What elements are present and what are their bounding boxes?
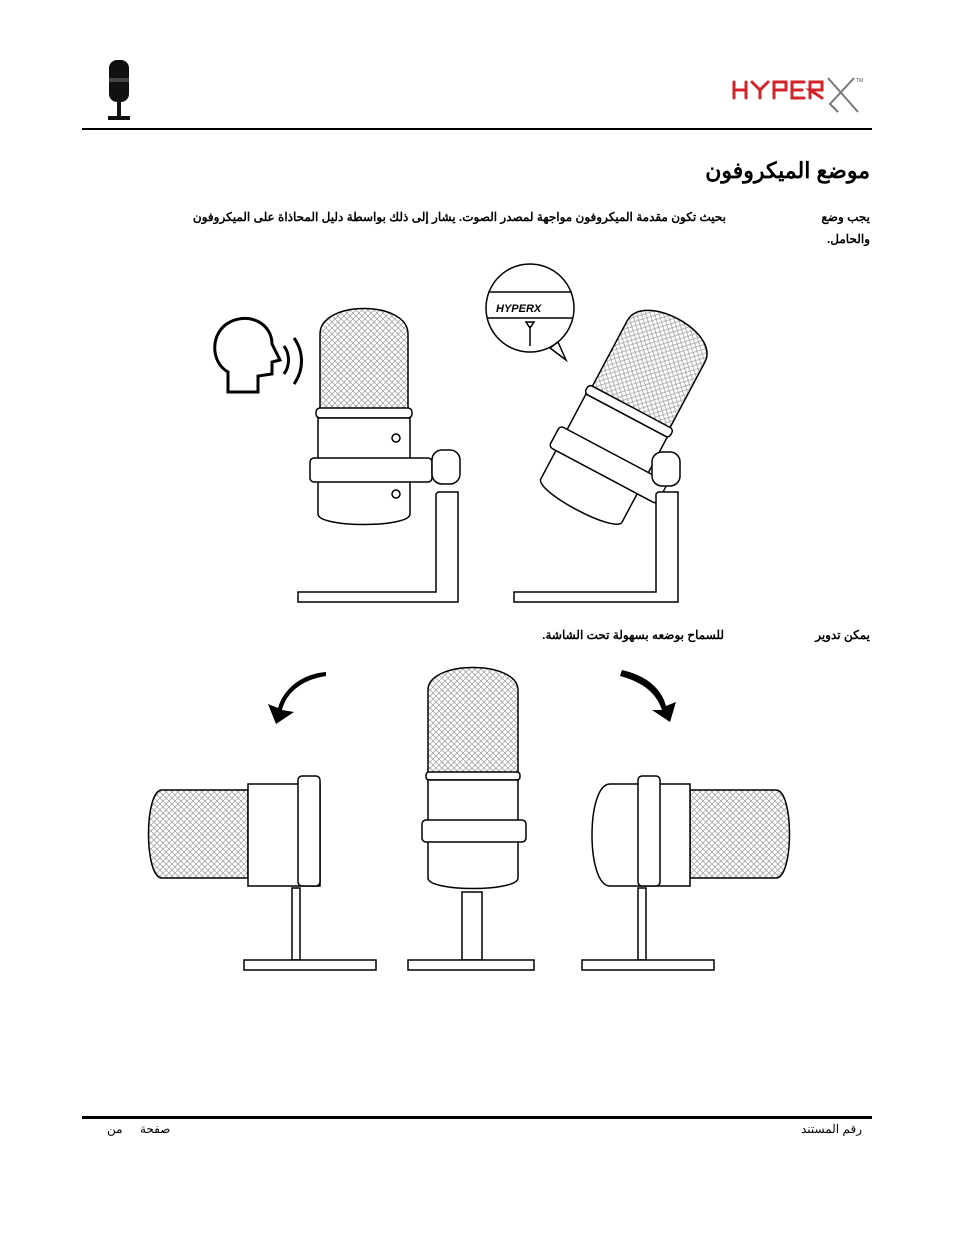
microphone-tilted: [513, 309, 708, 603]
header-divider: [82, 128, 872, 130]
paragraph-1-body: بحيث تكون مقدمة الميكروفون مواجهة لمصدر …: [192, 210, 726, 224]
rotation-illustration: [130, 660, 850, 980]
footer-document-number-label: رقم المستند: [800, 1122, 862, 1136]
rotate-left-arrow-icon: [268, 672, 326, 724]
footer-of-label: من: [107, 1122, 123, 1136]
paragraph-1-end: والحامل.: [826, 232, 870, 246]
alignment-guide-callout: HYPERX: [485, 263, 575, 363]
footer-divider: [82, 1116, 872, 1119]
speaking-head-icon: [213, 316, 303, 394]
hyperx-logo: TM: [730, 72, 865, 117]
rotate-right-arrow-icon: [620, 670, 676, 722]
footer-page-label: صفحة: [140, 1122, 171, 1136]
microphone-rotated-left: [147, 775, 377, 971]
microphone-center: [407, 666, 535, 971]
paragraph-2-body: للسماح بوضعه بسهولة تحت الشاشة.: [542, 628, 724, 642]
section-title: موضع الميكروفون: [705, 158, 870, 183]
svg-text:TM: TM: [856, 78, 863, 84]
positioning-illustration: HYPERX: [200, 262, 760, 612]
microphone-upright: [297, 307, 461, 603]
microphone-rotated-right: [581, 775, 791, 971]
microphone-icon: [100, 58, 140, 124]
paragraph-1-start: يجب وضع: [821, 210, 870, 224]
paragraph-2-start: يمكن تدوير: [815, 628, 870, 642]
figure-logo-text: HYPERX: [496, 303, 542, 315]
